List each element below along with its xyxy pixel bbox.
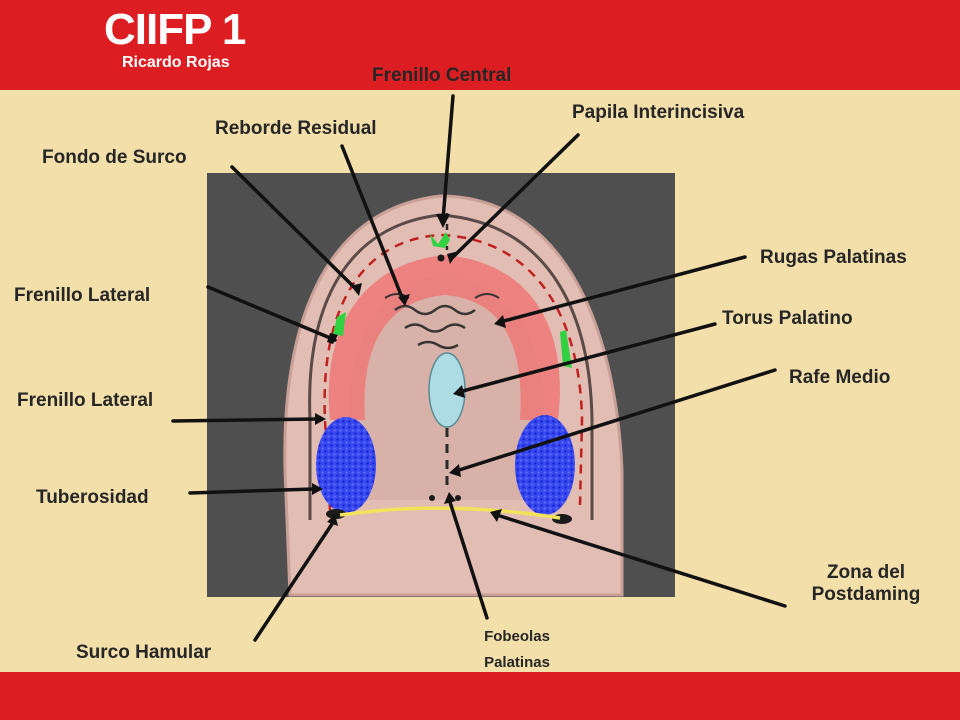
top-red-band: [0, 0, 960, 90]
sulcus-dashed-line: [323, 233, 584, 511]
leader-reborde: [340, 144, 405, 302]
label-fobeolas-line2: Palatinas: [484, 654, 550, 671]
leader-frenillo-lateral-2: [171, 417, 319, 423]
label-rafe-medio: Rafe Medio: [789, 367, 891, 388]
leader-fondo-surco: [230, 165, 359, 292]
arrow-frenillo-central: [436, 214, 450, 228]
frenum-left: [333, 312, 346, 336]
leader-torus: [457, 322, 717, 394]
leader-surco-hamular: [253, 522, 334, 642]
arrow-postdaming: [490, 509, 502, 522]
label-reborde-residual: Reborde Residual: [215, 118, 377, 139]
rugae-3: [417, 340, 459, 350]
tuberosity-right: [515, 415, 575, 515]
label-fobeolas-palatinas: Fobeolas Palatinas: [462, 626, 572, 674]
label-fobeolas-line1: Fobeolas: [484, 628, 550, 645]
label-zona-postdaming-line1: Zona del: [826, 562, 906, 583]
logo: CIIFP 1 Ricardo Rojas: [104, 4, 264, 84]
rugae-2: [404, 323, 466, 333]
arrow-rugas: [494, 315, 506, 328]
arrow-fondo-surco: [351, 283, 362, 296]
arrow-reborde: [398, 294, 410, 306]
arrow-tuberosidad: [312, 483, 323, 495]
tuberosity-left: [316, 417, 376, 513]
rugae-1: [394, 304, 476, 316]
leader-rugas: [498, 255, 747, 324]
leader-papila: [450, 133, 580, 260]
label-rugas-palatinas: Rugas Palatinas: [760, 247, 907, 268]
arrow-surco-hamular: [327, 514, 338, 526]
label-fondo-de-surco: Fondo de Surco: [42, 147, 187, 168]
leader-rafe: [454, 368, 777, 473]
logo-subtitle: Ricardo Rojas: [122, 54, 230, 71]
arrow-rafe: [449, 464, 461, 477]
leader-postdaming: [498, 514, 787, 608]
label-frenillo-lateral-1: Frenillo Lateral: [14, 285, 151, 306]
label-torus-palatino: Torus Palatino: [722, 308, 853, 329]
arrow-torus: [453, 385, 465, 398]
label-papila-interincisiva: Papila Interincisiva: [572, 102, 745, 123]
arrow-frenillo-lateral-2: [315, 413, 326, 425]
fovea-right: [455, 495, 461, 501]
fovea-left: [429, 495, 435, 501]
frenum-right: [560, 330, 572, 368]
frenum-central: [430, 232, 450, 248]
leader-frenillo-central: [441, 94, 455, 222]
logo-title: CIIFP 1: [104, 5, 246, 54]
arrow-papila: [447, 251, 459, 264]
label-frenillo-lateral-2: Frenillo Lateral: [17, 390, 154, 411]
label-surco-hamular: Surco Hamular: [76, 642, 212, 663]
label-frenillo-central: Frenillo Central: [372, 65, 512, 86]
label-tuberosidad: Tuberosidad: [36, 487, 149, 508]
bottom-red-band: [0, 672, 960, 720]
label-zona-postdaming: Zona del Postdaming: [795, 562, 937, 606]
papila-dot: [437, 254, 445, 262]
leader-frenillo-lateral-1: [206, 285, 337, 342]
leader-tuberosidad: [188, 487, 316, 495]
arrow-fobeolas: [444, 492, 456, 504]
label-zona-postdaming-line2: Postdaming: [811, 584, 921, 605]
arrow-frenillo-lateral-1: [327, 333, 338, 344]
postdam-line: [339, 506, 561, 520]
leader-fobeolas: [448, 500, 489, 620]
rugae-5: [474, 293, 500, 299]
